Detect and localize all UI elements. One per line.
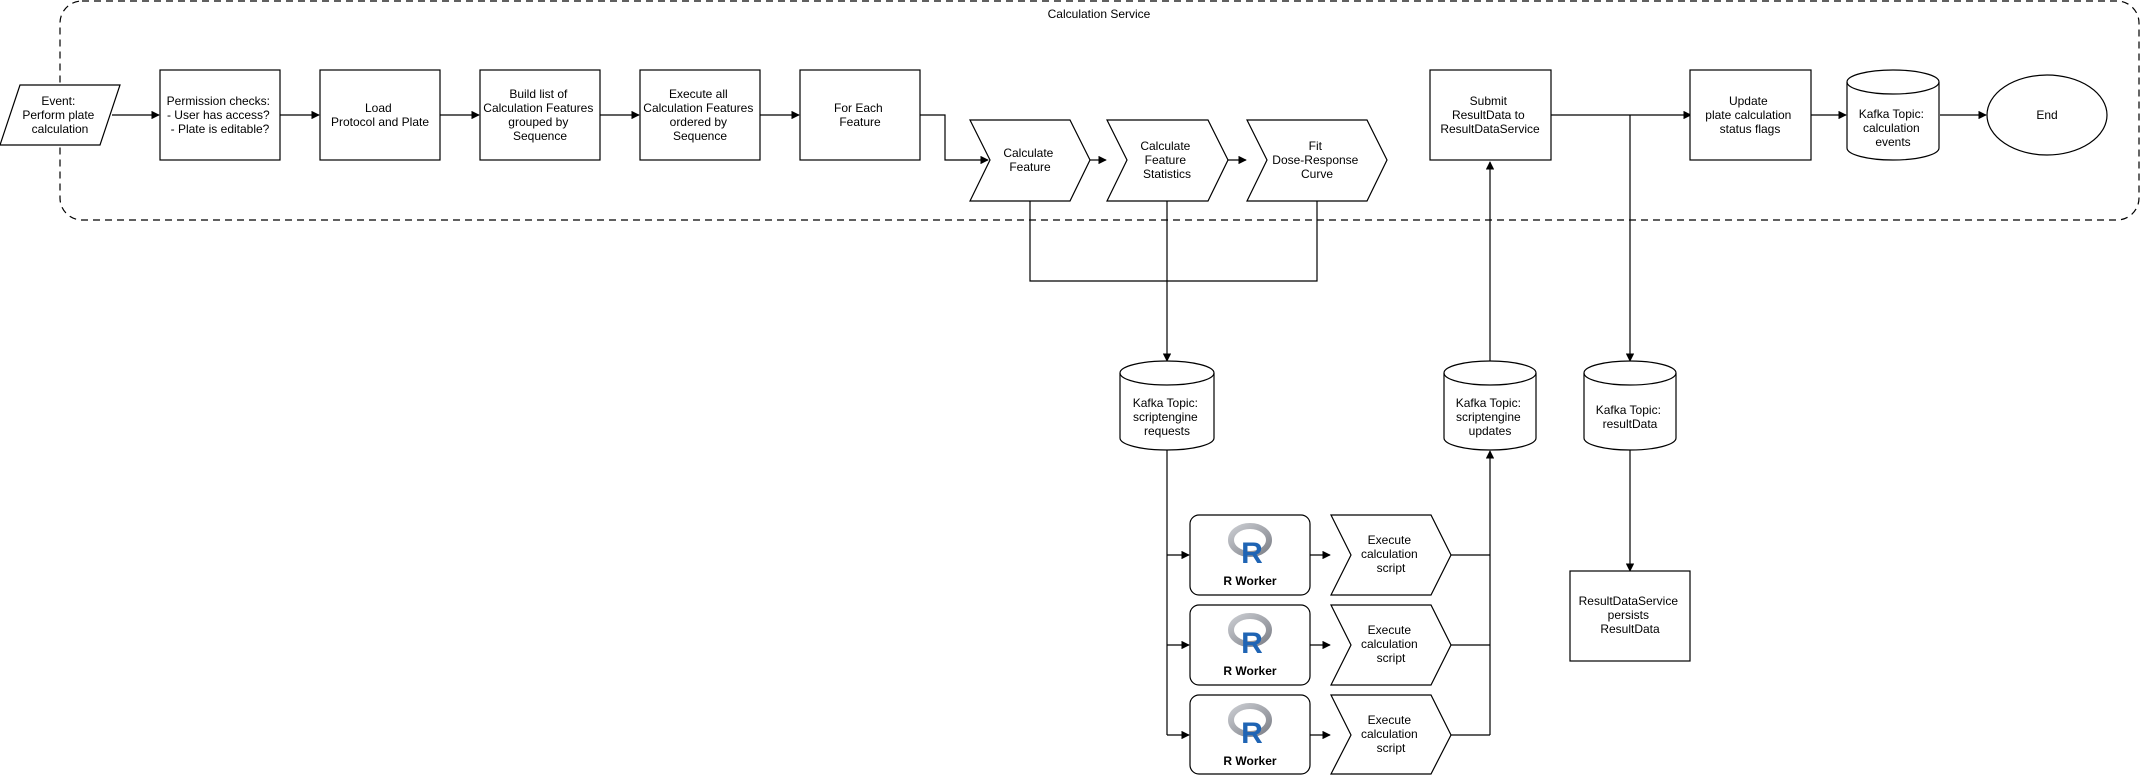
svg-text:Execute all Calculation: Execute all Calculation Features ordered… <box>643 87 756 143</box>
end-node: End <box>1986 74 2108 156</box>
build-list-node: Build list of Calculation Features group… <box>479 69 601 161</box>
r-logo-icon: R <box>1228 613 1272 660</box>
svg-text:Execute calculation: Execute calculation script <box>1361 623 1421 665</box>
r-worker-2: R R Worker <box>1189 604 1311 686</box>
event-node: Event: Perform plate calculation <box>0 84 121 146</box>
svg-text:Permission checks: - Use: Permission checks: - User has access? - … <box>167 94 274 136</box>
svg-text:Update plate calculation: Update plate calculation status flags <box>1705 94 1794 136</box>
svg-text:Kafka Topic: calculation: Kafka Topic: calculation events <box>1859 107 1928 149</box>
svg-text:R: R <box>1241 717 1263 750</box>
svg-text:Kafka Topic: resultData: Kafka Topic: resultData <box>1596 403 1665 431</box>
svg-text:Calculate Feature: Calculate Feature Statistics <box>1140 139 1193 181</box>
edge-feature-loop <box>1029 201 1318 282</box>
svg-text:Execute calculation: Execute calculation script <box>1361 533 1421 575</box>
kafka-resultdata-node: Kafka Topic: resultData <box>1583 360 1677 451</box>
kafka-scriptengine-requests-node: Kafka Topic: scriptengine requests <box>1119 360 1215 451</box>
r-worker-label: R Worker <box>1223 754 1276 768</box>
edge-foreach-calcfeature <box>920 114 989 165</box>
svg-text:Event: Perform plate: Event: Perform plate calculation <box>22 94 97 136</box>
svg-text:Kafka Topic: scriptengin: Kafka Topic: scriptengine updates <box>1456 396 1525 438</box>
svg-text:Execute calculation: Execute calculation script <box>1361 713 1421 755</box>
svg-text:R: R <box>1241 627 1263 660</box>
container-label: Calculation Service <box>1048 7 1151 21</box>
svg-text:R: R <box>1241 537 1263 570</box>
svg-text:Load Protocol and Plate: Load Protocol and Plate <box>331 101 429 129</box>
submit-resultdata-node: Submit ResultData to ResultDataService <box>1429 69 1552 161</box>
connectors <box>112 110 1987 740</box>
kafka-calculation-events-node: Kafka Topic: calculation events <box>1846 69 1940 161</box>
execute-script-node-3: Execute calculation script <box>1330 694 1452 775</box>
svg-text:For Each Feature: For Each Feature <box>834 101 886 129</box>
execute-script-node-1: Execute calculation script <box>1330 514 1452 596</box>
svg-text:Calculate Feature: Calculate Feature <box>1003 146 1056 174</box>
r-logo-icon: R <box>1228 523 1272 570</box>
permission-checks-node: Permission checks: - User has access? - … <box>159 69 281 161</box>
fit-dose-response-node: Fit Dose-Response Curve <box>1246 119 1388 202</box>
svg-text:End: End <box>2036 108 2057 122</box>
svg-text:Fit Dose-Response: Fit Dose-Response Curve <box>1272 139 1361 181</box>
svg-text:Build list of Calculatio: Build list of Calculation Features group… <box>483 87 596 143</box>
execute-script-node-2: Execute calculation script <box>1330 604 1452 686</box>
load-protocol-node: Load Protocol and Plate <box>319 69 441 161</box>
kafka-scriptengine-updates-node: Kafka Topic: scriptengine updates <box>1443 360 1537 451</box>
svg-text:Submit ResultData to: Submit ResultData to ResultDataService <box>1440 94 1540 136</box>
calculation-service-container: Calculation Service <box>59 0 2140 221</box>
edge-scripts-bus <box>1450 455 1491 736</box>
resultdataservice-persists-node: ResultDataService persists ResultData <box>1569 570 1691 662</box>
for-each-feature-node: For Each Feature <box>799 69 921 161</box>
r-worker-label: R Worker <box>1223 574 1276 588</box>
execute-all-node: Execute all Calculation Features ordered… <box>639 69 761 161</box>
svg-text:Kafka Topic: scriptengin: Kafka Topic: scriptengine requests <box>1133 396 1202 438</box>
calculate-feature-node: Calculate Feature <box>969 119 1091 202</box>
update-status-flags-node: Update plate calculation status flags <box>1689 69 1812 161</box>
r-logo-icon: R <box>1228 703 1272 750</box>
calculate-feature-statistics-node: Calculate Feature Statistics <box>1106 119 1229 202</box>
r-worker-1: R R Worker <box>1189 514 1311 596</box>
r-worker-3: R R Worker <box>1189 694 1311 775</box>
svg-text:ResultDataService persis: ResultDataService persists ResultData <box>1579 594 1682 636</box>
r-worker-label: R Worker <box>1223 664 1276 678</box>
